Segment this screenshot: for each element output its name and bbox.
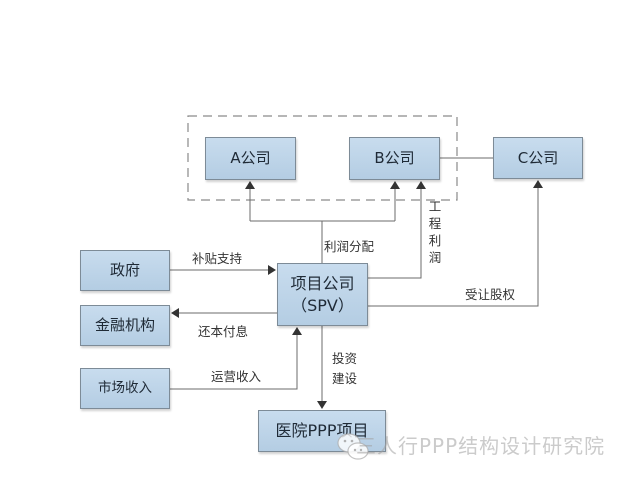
wechat-icon: [337, 433, 369, 460]
node-market-revenue: 市场收入: [80, 368, 170, 409]
node-label-line1: 项目公司: [290, 273, 355, 293]
node-b-company: B公司: [349, 137, 440, 180]
equity-transfer-arrow: [368, 180, 543, 307]
edge-label-investment-line2: 建设: [332, 371, 358, 386]
engineering-profit-arrow: [368, 181, 426, 279]
node-financial-institution: 金融机构: [80, 305, 170, 346]
edge-label-investment-line1: 投资: [332, 351, 358, 366]
node-label: A公司: [230, 149, 271, 168]
node-label: 金融机构: [94, 316, 155, 335]
node-c-company: C公司: [493, 137, 583, 179]
edge-label-profit-distribution: 利润分配: [324, 239, 375, 254]
shareholder-group-dashed-border: [187, 115, 458, 201]
edge-label-engineering-profit: 工程利润: [428, 199, 442, 265]
watermark-text: 三人行PPP结构设计研究院: [356, 434, 606, 458]
edge-label-equity-transfer: 受让股权: [465, 287, 516, 302]
node-label: B公司: [374, 149, 415, 168]
node-a-company: A公司: [205, 137, 296, 180]
node-label: 政府: [109, 261, 140, 280]
edge-label-repayment: 还本付息: [198, 324, 249, 339]
node-project-company-spv: 项目公司 （SPV）: [277, 263, 368, 326]
node-label: 市场收入: [98, 380, 152, 397]
operating-revenue-arrow: [170, 327, 302, 390]
edge-label-operating-revenue: 运营收入: [211, 369, 262, 384]
node-government: 政府: [80, 250, 170, 291]
node-label: C公司: [517, 148, 559, 167]
edge-label-subsidy-support: 补贴支持: [192, 251, 243, 266]
node-label-line2: （SPV）: [291, 295, 354, 315]
